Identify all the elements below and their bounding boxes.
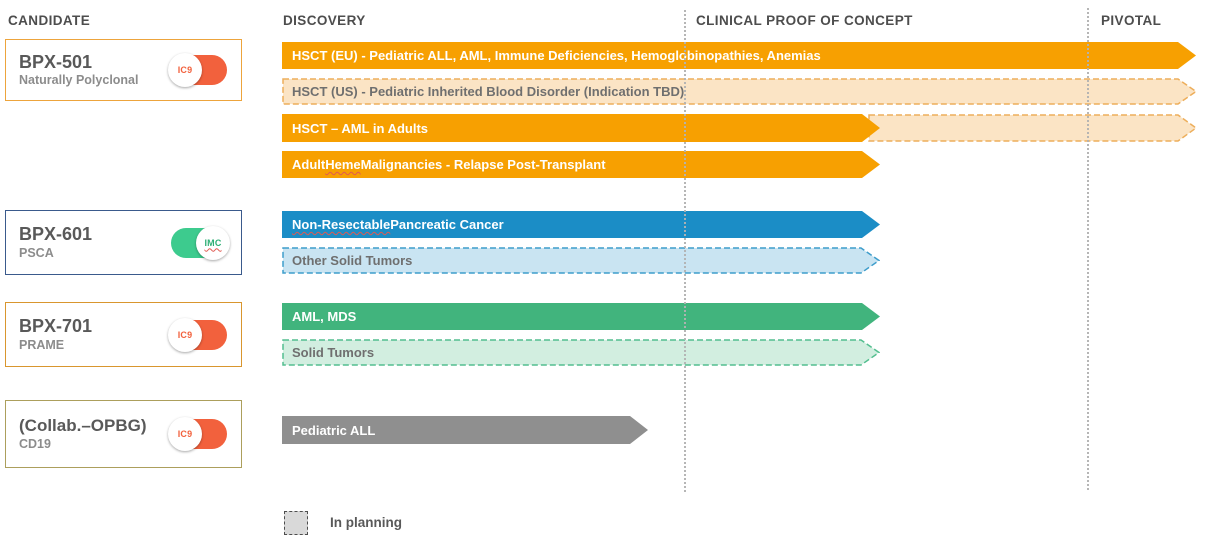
- legend-in-planning-swatch: [284, 511, 308, 535]
- program-label: Other Solid Tumors: [292, 253, 413, 268]
- program-label: Adult Heme Malignancies - Relapse Post-T…: [292, 157, 606, 172]
- safety-switch-toggle-ic9: IC9: [168, 417, 227, 451]
- column-header-candidate: CANDIDATE: [8, 13, 91, 28]
- candidate-subtitle: PRAME: [19, 337, 65, 352]
- activation-switch-toggle-imc: IMC: [171, 225, 230, 260]
- program-label: HSCT (US) - Pediatric Inherited Blood Di…: [292, 84, 685, 99]
- program-bar-hsct-aml-adults-planned-extension: [868, 114, 1197, 142]
- program-label: HSCT (EU) - Pediatric ALL, AML, Immune D…: [292, 48, 821, 63]
- program-label: HSCT – AML in Adults: [292, 120, 429, 136]
- candidate-subtitle: PSCA: [19, 245, 54, 260]
- switch-label: IC9: [177, 429, 193, 439]
- program-bar-pancreatic-cancer: Non-Resectable Pancreatic Cancer: [282, 211, 880, 238]
- switch-label: IC9: [177, 329, 193, 340]
- program-bar-hsct-aml-adults: HSCT – AML in Adults: [282, 114, 880, 142]
- candidate-subtitle: CD19: [19, 436, 51, 451]
- candidate-card-bpx601: BPX-601 PSCA IMC: [5, 210, 242, 275]
- program-bar-adult-heme-malignancies: Adult Heme Malignancies - Relapse Post-T…: [282, 151, 880, 178]
- candidate-card-bpx501: BPX-501 Naturally Polyclonal IC9: [5, 39, 242, 101]
- switch-knob: IC9: [168, 417, 202, 451]
- program-bar-hsct-eu: HSCT (EU) - Pediatric ALL, AML, Immune D…: [282, 42, 1196, 69]
- column-header-clinical-poc: CLINICAL PROOF OF CONCEPT: [696, 13, 913, 28]
- safety-switch-toggle-ic9: IC9: [168, 53, 227, 87]
- switch-knob: IC9: [168, 53, 202, 87]
- legend-in-planning-label: In planning: [330, 515, 402, 530]
- program-bar-hsct-us-planned: HSCT (US) - Pediatric Inherited Blood Di…: [282, 78, 1197, 105]
- program-bar-aml-mds: AML, MDS: [282, 303, 880, 330]
- column-header-discovery: DISCOVERY: [283, 13, 366, 28]
- phase-divider-clinical-poc: [684, 10, 686, 492]
- program-label: Solid Tumors: [292, 345, 375, 360]
- switch-label: IMC: [204, 237, 222, 248]
- program-label: Pediatric ALL: [292, 422, 376, 438]
- program-label: Non-Resectable Pancreatic Cancer: [292, 217, 504, 232]
- program-bar-solid-tumors-planned: Solid Tumors: [282, 339, 880, 366]
- program-bar-pediatric-all: Pediatric ALL: [282, 416, 648, 444]
- switch-knob: IMC: [196, 225, 230, 260]
- program-label: AML, MDS: [292, 309, 357, 324]
- candidate-name: BPX-501: [19, 51, 93, 72]
- phase-divider-pivotal: [1087, 8, 1089, 490]
- program-bar-other-solid-tumors-planned: Other Solid Tumors: [282, 247, 880, 274]
- candidate-card-bpx701: BPX-701 PRAME IC9: [5, 302, 242, 367]
- switch-label: IC9: [177, 65, 193, 75]
- switch-knob: IC9: [168, 317, 202, 352]
- safety-switch-toggle-ic9: IC9: [168, 317, 227, 352]
- candidate-name: BPX-601: [19, 224, 93, 245]
- column-header-pivotal: PIVOTAL: [1101, 13, 1162, 28]
- candidate-card-collab-opbg: (Collab.–OPBG) CD19 IC9: [5, 400, 242, 468]
- candidate-name: (Collab.–OPBG): [19, 416, 147, 436]
- candidate-name: BPX-701: [19, 316, 93, 337]
- candidate-subtitle: Naturally Polyclonal: [19, 73, 139, 88]
